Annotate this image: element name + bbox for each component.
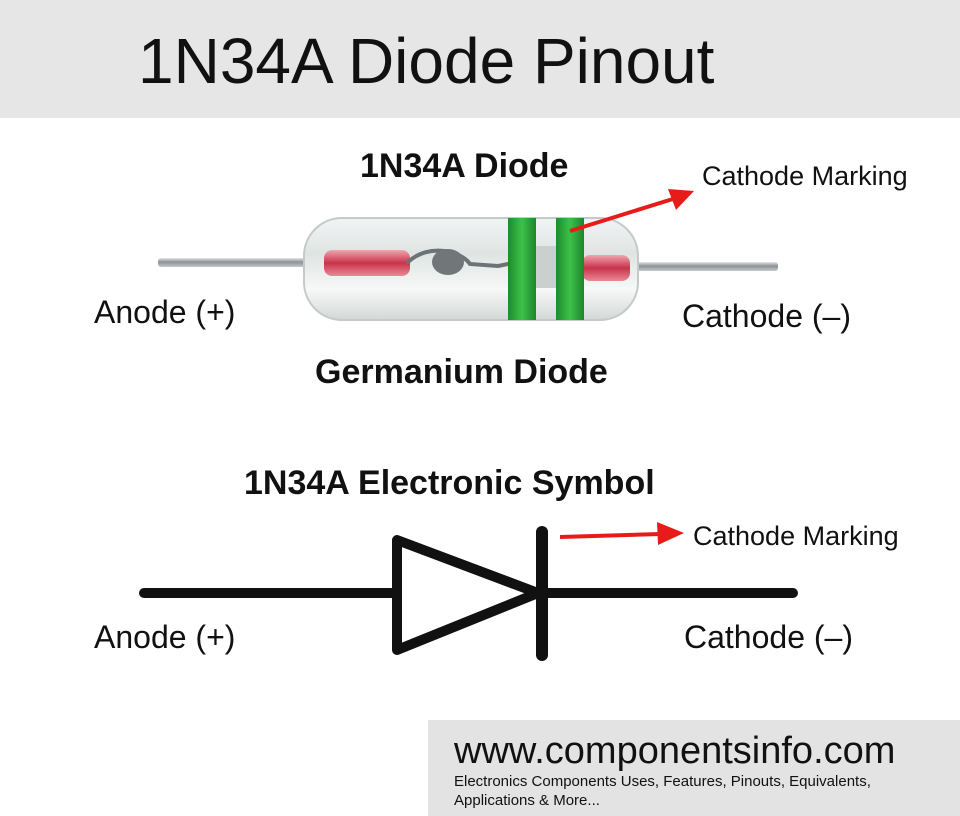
physical-anode-label: Anode (+) <box>94 294 236 330</box>
physical-cathode-label: Cathode (–) <box>682 298 851 334</box>
band-gap <box>536 246 556 288</box>
diode-symbol <box>139 522 798 661</box>
anode-lead <box>158 258 318 267</box>
symbol-anode-label: Anode (+) <box>94 619 236 655</box>
cathode-lead <box>628 262 778 271</box>
footer-box: www.componentsinfo.com Electronics Compo… <box>428 720 960 816</box>
symbol-marker-arrow-line <box>559 532 661 539</box>
germanium-crystal <box>432 249 464 275</box>
page-title: 1N34A Diode Pinout <box>138 25 715 97</box>
symbol-cathode-label: Cathode (–) <box>684 619 853 655</box>
cathode-band-1 <box>508 218 536 320</box>
anode-slug <box>324 250 410 276</box>
physical-subtitle: Germanium Diode <box>315 353 608 391</box>
symbol-marker-label: Cathode Marking <box>693 521 899 551</box>
physical-marker-label: Cathode Marking <box>702 161 908 191</box>
symbol-title: 1N34A Electronic Symbol <box>244 464 655 502</box>
symbol-triangle <box>392 535 543 655</box>
physical-title: 1N34A Diode <box>360 147 569 185</box>
header-bar: 1N34A Diode Pinout <box>0 0 960 118</box>
footer-url: www.componentsinfo.com <box>454 730 896 772</box>
footer-tagline: Electronics Components Uses, Features, P… <box>454 773 871 809</box>
cathode-marker-arrow-head <box>668 189 694 210</box>
cathode-marker-arrow-line <box>569 196 677 233</box>
cathode-band-2 <box>556 218 584 320</box>
physical-diode-illustration <box>158 189 778 321</box>
cathode-slug <box>582 255 630 281</box>
symbol-marker-arrow-head <box>657 522 684 545</box>
glass-body <box>303 217 639 321</box>
